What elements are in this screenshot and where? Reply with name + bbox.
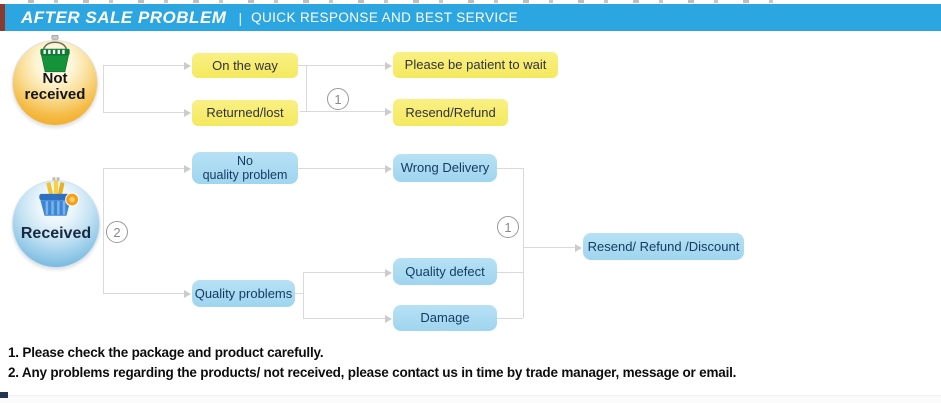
step-marker-2: 2: [106, 221, 128, 243]
blue-shopping-basket-icon: [39, 177, 80, 216]
box-returned-lost: Returned/lost: [192, 100, 298, 126]
box-on-the-way: On the way: [192, 53, 298, 78]
box-resend-refund: Resend/Refund: [393, 99, 508, 126]
banner-title: AFTER SALE PROBLEM: [21, 7, 227, 27]
box-no-quality-problem: No quality problem: [192, 152, 298, 184]
connector-line: [303, 318, 385, 319]
received-label: Received: [20, 225, 92, 242]
connector-line: [303, 272, 304, 319]
arrowhead-icon: [385, 268, 392, 277]
connector-line: [523, 247, 575, 248]
banner-subtitle: QUICK RESPONSE AND BEST SERVICE: [251, 10, 519, 25]
connector-line: [300, 111, 385, 112]
cropped-text-artifact: [28, 0, 788, 3]
footnote-2: 2. Any problems regarding the products/ …: [8, 365, 737, 380]
arrowhead-icon: [385, 164, 392, 173]
box-quality-problems: Quality problems: [192, 280, 295, 307]
banner-left-edge: [0, 4, 5, 31]
connector-line: [103, 65, 184, 66]
box-please-wait: Please be patient to wait: [393, 52, 558, 78]
arrowhead-icon: [184, 108, 191, 117]
arrowhead-icon: [385, 107, 392, 116]
no-quality-problem-line2: quality problem: [202, 168, 288, 182]
connector-line: [303, 272, 385, 273]
connector-line: [103, 65, 104, 112]
connector-line: [298, 65, 385, 66]
bottom-band: [0, 395, 941, 403]
no-quality-problem-line1: No: [237, 154, 253, 168]
arrowhead-icon: [385, 314, 392, 323]
step-marker-1: 1: [327, 88, 349, 110]
connector-line: [497, 168, 523, 169]
arrowhead-icon: [184, 164, 191, 173]
connector-line: [497, 272, 523, 273]
connector-line: [497, 318, 523, 319]
not-received-label-line1: Not: [42, 70, 68, 87]
converge-marker-1: 1: [497, 216, 519, 238]
connector-line: [298, 168, 385, 169]
connector-line: [103, 168, 184, 169]
arrowhead-icon: [184, 289, 191, 298]
box-quality-defect: Quality defect: [393, 258, 497, 285]
connector-line: [103, 293, 184, 294]
connector-line: [103, 112, 184, 113]
arrowhead-icon: [575, 243, 582, 252]
connector-line: [306, 65, 307, 112]
connector-line: [103, 168, 104, 293]
header-banner: AFTER SALE PROBLEM | QUICK RESPONSE AND …: [0, 4, 941, 31]
arrowhead-icon: [385, 61, 392, 70]
not-received-label-line2: received: [24, 86, 86, 103]
green-shopping-basket-icon: [40, 35, 70, 73]
not-received-node: Not received: [12, 35, 98, 126]
box-wrong-delivery: Wrong Delivery: [393, 154, 497, 182]
not-received-label: Not received: [13, 71, 97, 103]
footnote-1: 1. Please check the package and product …: [8, 345, 324, 360]
box-damage: Damage: [393, 305, 497, 331]
connector-line: [295, 293, 304, 294]
box-resolution: Resend/ Refund /Discount: [583, 233, 744, 260]
received-node: Received: [12, 177, 100, 268]
bottom-left-mark: [0, 392, 8, 398]
banner-separator: |: [238, 9, 243, 26]
connector-line: [523, 168, 524, 318]
arrowhead-icon: [184, 61, 191, 70]
